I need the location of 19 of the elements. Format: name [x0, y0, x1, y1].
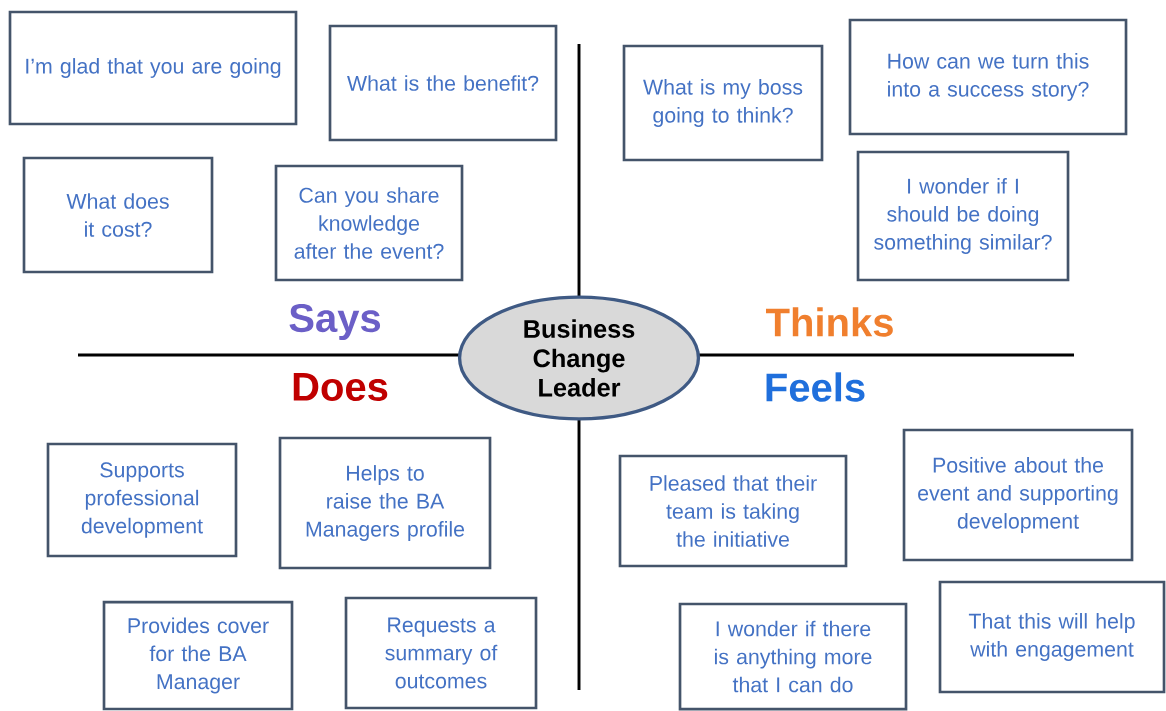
note-box: That this will help with engagement	[938, 580, 1166, 694]
note-box: I’m glad that you are going	[8, 10, 298, 126]
quadrant-label: Feels	[766, 372, 865, 402]
note-box: Can you share knowledge after the event?	[274, 164, 464, 282]
note-box: Supports professional development	[46, 442, 238, 558]
note-box: I wonder if there is anything more that I can do	[678, 602, 908, 711]
quadrant-label: Does	[293, 373, 388, 401]
note-box: What is the benefit?	[328, 24, 558, 142]
note-box: Provides cover for the BA Manager	[102, 600, 294, 711]
quadrant-label: Says	[289, 303, 381, 341]
note-box: What is my boss going to think?	[622, 44, 824, 162]
note-box: Positive about the event and supporting development	[902, 428, 1134, 562]
note-box: What does it cost?	[22, 156, 214, 274]
note-box: How can we turn this into a success story?	[848, 18, 1128, 136]
note-box: Helps to raise the BA Managers profile	[278, 436, 492, 570]
quadrant-label: Thinks	[766, 307, 893, 337]
note-box: Requests a summary of outcomes	[344, 596, 538, 710]
note-box: I wonder if I should be doing something similar?	[856, 150, 1070, 282]
note-box: Pleased that their team is taking the initiative	[618, 454, 848, 568]
